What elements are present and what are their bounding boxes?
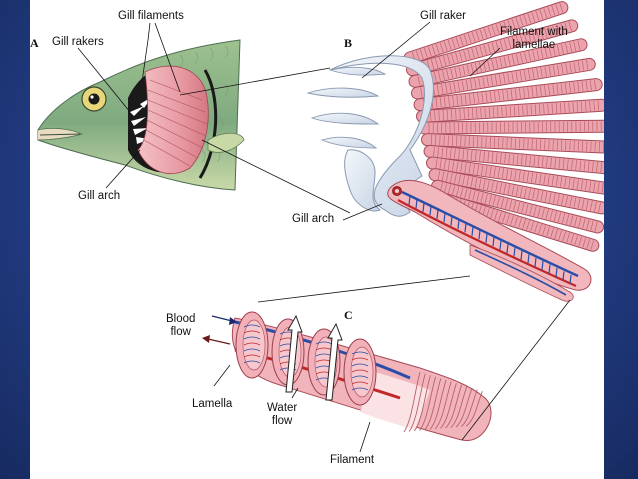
filament-row xyxy=(408,38,588,88)
gill-raker-spikes xyxy=(306,66,387,149)
gill-filament-rows xyxy=(403,1,604,252)
leader-lines xyxy=(77,21,571,453)
filament-row xyxy=(411,57,596,100)
label-lamella: Lamella xyxy=(192,398,233,410)
label-blood-flow: Blood flow xyxy=(166,313,195,339)
gill-rakers-a xyxy=(130,97,152,144)
lamella-disc xyxy=(343,338,377,406)
blood-flow-arrow-in xyxy=(211,315,233,322)
filament-row xyxy=(413,78,603,112)
gill-arch-b xyxy=(329,55,434,217)
label-water-flow-line2: flow xyxy=(271,415,293,427)
label-gill-rakers: Gill rakers xyxy=(52,36,104,48)
blood-flow-arrow-out xyxy=(207,338,231,345)
water-flow-arrows xyxy=(285,314,343,401)
filament-row xyxy=(421,133,604,154)
filament-row xyxy=(416,98,604,123)
filament-row xyxy=(426,156,604,195)
filament-detail xyxy=(202,311,492,441)
filament-row xyxy=(418,119,604,135)
diagram-slide: A B C Gill filaments Gill rakers Gill ar… xyxy=(30,0,604,479)
label-gill-raker: Gill raker xyxy=(420,10,467,22)
label-blood-flow-line1: Blood xyxy=(166,313,196,325)
fish-head xyxy=(37,39,245,191)
label-blood-flow-line2: flow xyxy=(170,326,191,338)
label-filament-with-lamellae-line2: lamellae xyxy=(512,39,556,51)
filament-row xyxy=(403,1,569,65)
label-gill-arch-a: Gill arch xyxy=(78,190,121,202)
filament-row xyxy=(406,19,579,77)
lamella-disc xyxy=(235,311,269,379)
label-filament-with-lamellae: Filament with lamellae xyxy=(500,26,568,52)
panel-label-a: A xyxy=(30,36,39,50)
label-water-flow: Water flow xyxy=(267,402,297,428)
gill-filaments-a xyxy=(137,65,209,174)
label-water-flow-line1: Water xyxy=(267,402,298,414)
gill-anatomy-illustration xyxy=(37,1,604,453)
filament-row xyxy=(431,179,604,234)
panel-label-c: C xyxy=(344,308,353,322)
filament-row xyxy=(428,168,604,215)
label-filament-with-lamellae-line1: Filament with xyxy=(500,26,568,38)
filament-cross-section xyxy=(387,179,592,302)
label-gill-filaments: Gill filaments xyxy=(118,10,184,22)
label-filament: Filament xyxy=(330,454,375,466)
panel-label-b: B xyxy=(344,36,353,50)
filament-row xyxy=(423,144,604,175)
label-gill-arch-b: Gill arch xyxy=(292,213,335,225)
